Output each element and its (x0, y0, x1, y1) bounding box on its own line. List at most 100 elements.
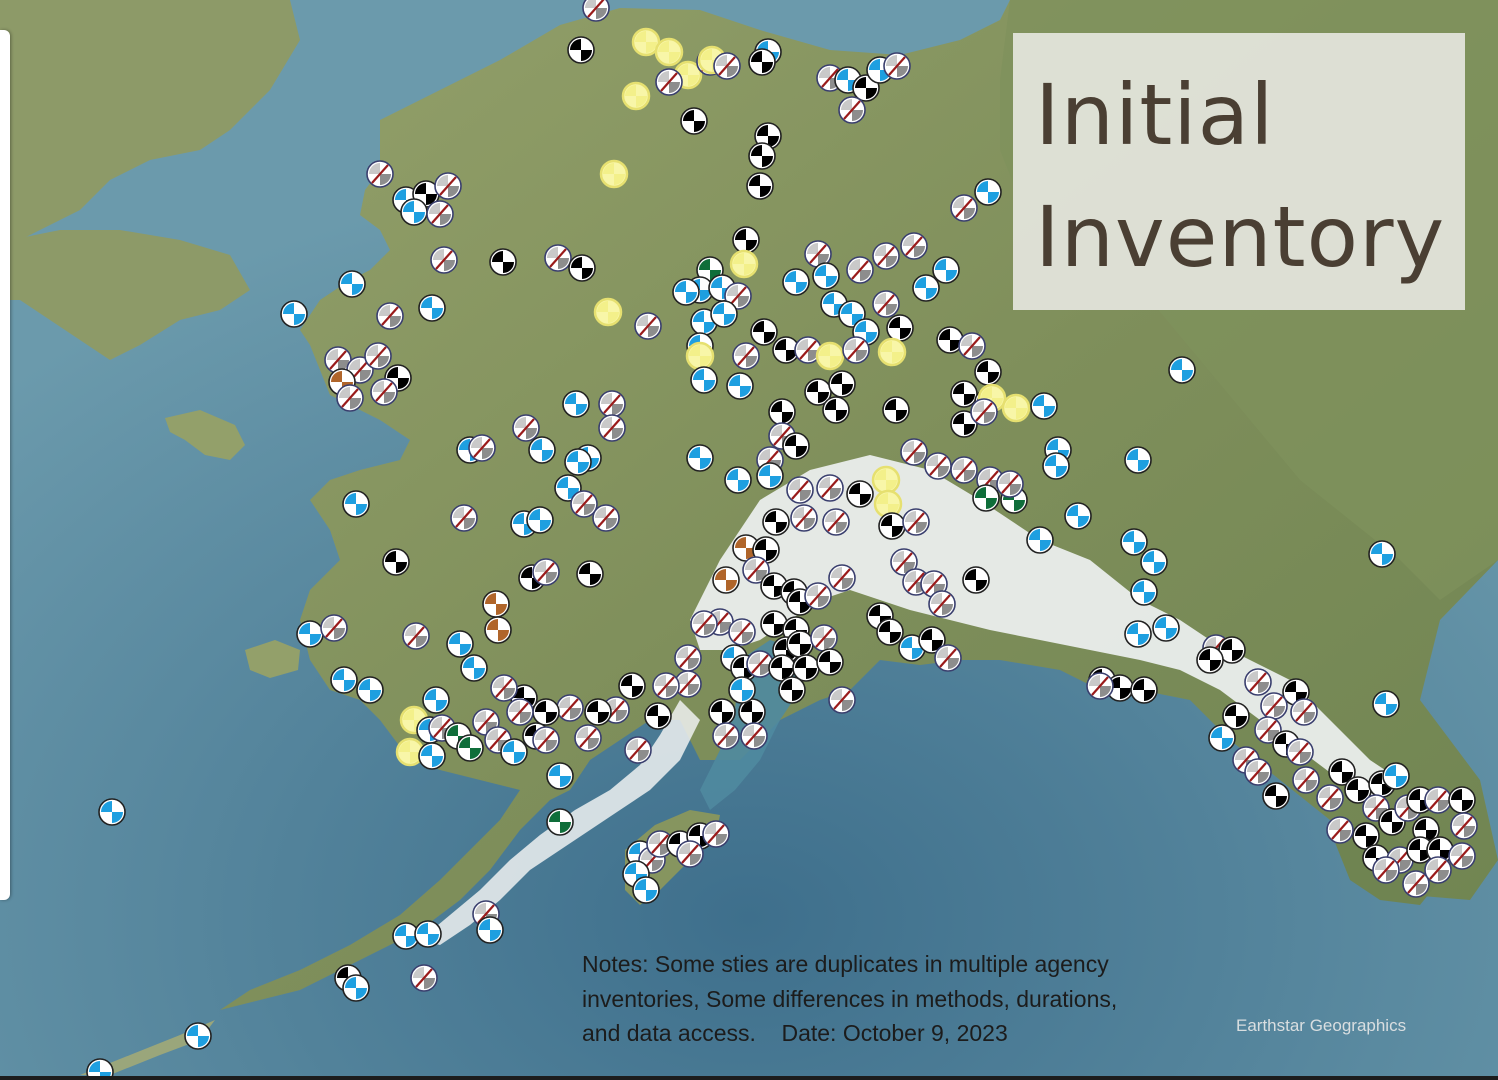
black-quadrant-icon[interactable] (760, 610, 788, 638)
hatched-quadrant-icon[interactable] (872, 242, 900, 270)
hatched-quadrant-icon[interactable] (822, 508, 850, 536)
hatched-quadrant-icon[interactable] (746, 650, 774, 678)
black-quadrant-icon[interactable] (792, 654, 820, 682)
blue-quadrant-icon[interactable] (1124, 620, 1152, 648)
yellow-quadrant-icon[interactable] (877, 337, 907, 367)
black-quadrant-icon[interactable] (974, 358, 1002, 386)
blue-quadrant-icon[interactable] (98, 798, 126, 826)
blue-quadrant-icon[interactable] (400, 198, 428, 226)
hatched-quadrant-icon[interactable] (598, 414, 626, 442)
blue-quadrant-icon[interactable] (392, 922, 420, 950)
hatched-quadrant-icon[interactable] (1086, 672, 1114, 700)
hatched-quadrant-icon[interactable] (712, 722, 740, 750)
yellow-quadrant-icon[interactable] (654, 37, 684, 67)
blue-quadrant-icon[interactable] (414, 920, 442, 948)
hatched-quadrant-icon[interactable] (900, 232, 928, 260)
hatched-quadrant-icon[interactable] (804, 582, 832, 610)
hatched-quadrant-icon[interactable] (1244, 668, 1272, 696)
yellow-quadrant-icon[interactable] (685, 341, 715, 371)
yellow-quadrant-icon[interactable] (815, 341, 845, 371)
blue-quadrant-icon[interactable] (446, 630, 474, 658)
blue-quadrant-icon[interactable] (690, 366, 718, 394)
yellow-quadrant-icon[interactable] (631, 27, 661, 57)
black-quadrant-icon[interactable] (748, 142, 776, 170)
hatched-quadrant-icon[interactable] (928, 590, 956, 618)
blue-quadrant-icon[interactable] (1130, 578, 1158, 606)
hatched-quadrant-icon[interactable] (1448, 842, 1476, 870)
hatched-quadrant-icon[interactable] (624, 736, 652, 764)
hatched-quadrant-icon[interactable] (804, 240, 832, 268)
black-quadrant-icon[interactable] (878, 512, 906, 540)
hatched-quadrant-icon[interactable] (450, 504, 478, 532)
black-quadrant-icon[interactable] (778, 676, 806, 704)
brown-quadrant-icon[interactable] (482, 590, 510, 618)
blue-quadrant-icon[interactable] (932, 256, 960, 284)
black-quadrant-icon[interactable] (584, 698, 612, 726)
black-quadrant-icon[interactable] (732, 226, 760, 254)
black-quadrant-icon[interactable] (644, 702, 672, 730)
black-quadrant-icon[interactable] (882, 396, 910, 424)
blue-quadrant-icon[interactable] (356, 676, 384, 704)
hatched-quadrant-icon[interactable] (900, 438, 928, 466)
hatched-quadrant-icon[interactable] (742, 556, 770, 584)
black-quadrant-icon[interactable] (567, 36, 595, 64)
hatched-quadrant-icon[interactable] (838, 96, 866, 124)
blue-quadrant-icon[interactable] (564, 448, 592, 476)
blue-quadrant-icon[interactable] (1026, 526, 1054, 554)
hatched-quadrant-icon[interactable] (790, 504, 818, 532)
blue-quadrant-icon[interactable] (1152, 614, 1180, 642)
blue-quadrant-icon[interactable] (562, 390, 590, 418)
hatched-quadrant-icon[interactable] (574, 724, 602, 752)
black-quadrant-icon[interactable] (822, 396, 850, 424)
hatched-quadrant-icon[interactable] (506, 698, 534, 726)
blue-quadrant-icon[interactable] (912, 274, 940, 302)
blue-quadrant-icon[interactable] (1030, 392, 1058, 420)
blue-quadrant-icon[interactable] (728, 676, 756, 704)
blue-quadrant-icon[interactable] (330, 666, 358, 694)
hatched-quadrant-icon[interactable] (970, 398, 998, 426)
hatched-quadrant-icon[interactable] (828, 564, 856, 592)
black-quadrant-icon[interactable] (489, 248, 517, 276)
black-quadrant-icon[interactable] (680, 107, 708, 135)
blue-quadrant-icon[interactable] (422, 686, 450, 714)
yellow-quadrant-icon[interactable] (871, 465, 901, 495)
hatched-quadrant-icon[interactable] (996, 470, 1024, 498)
blue-quadrant-icon[interactable] (476, 916, 504, 944)
hatched-quadrant-icon[interactable] (336, 384, 364, 412)
blue-quadrant-icon[interactable] (338, 270, 366, 298)
hatched-quadrant-icon[interactable] (816, 474, 844, 502)
hatched-quadrant-icon[interactable] (532, 558, 560, 586)
blue-quadrant-icon[interactable] (500, 738, 528, 766)
blue-quadrant-icon[interactable] (184, 1022, 212, 1050)
blue-quadrant-icon[interactable] (342, 490, 370, 518)
hatched-quadrant-icon[interactable] (426, 200, 454, 228)
green-quadrant-icon[interactable] (546, 808, 574, 836)
blue-quadrant-icon[interactable] (632, 876, 660, 904)
yellow-quadrant-icon[interactable] (873, 489, 903, 519)
black-quadrant-icon[interactable] (708, 698, 736, 726)
black-quadrant-icon[interactable] (618, 672, 646, 700)
yellow-quadrant-icon[interactable] (599, 159, 629, 189)
black-quadrant-icon[interactable] (782, 432, 810, 460)
hatched-quadrant-icon[interactable] (1326, 816, 1354, 844)
hatched-quadrant-icon[interactable] (1244, 758, 1272, 786)
black-quadrant-icon[interactable] (1130, 676, 1158, 704)
brown-quadrant-icon[interactable] (484, 616, 512, 644)
hatched-quadrant-icon[interactable] (950, 456, 978, 484)
black-quadrant-icon[interactable] (382, 548, 410, 576)
hatched-quadrant-icon[interactable] (1402, 870, 1430, 898)
blue-quadrant-icon[interactable] (686, 444, 714, 472)
hatched-quadrant-icon[interactable] (655, 68, 683, 96)
blue-quadrant-icon[interactable] (1120, 528, 1148, 556)
hatched-quadrant-icon[interactable] (364, 342, 392, 370)
black-quadrant-icon[interactable] (768, 398, 796, 426)
black-quadrant-icon[interactable] (950, 380, 978, 408)
black-quadrant-icon[interactable] (1448, 786, 1476, 814)
blue-quadrant-icon[interactable] (782, 268, 810, 296)
black-quadrant-icon[interactable] (752, 536, 780, 564)
hatched-quadrant-icon[interactable] (544, 244, 572, 272)
hatched-quadrant-icon[interactable] (950, 194, 978, 222)
hatched-quadrant-icon[interactable] (883, 52, 911, 80)
blue-quadrant-icon[interactable] (1042, 452, 1070, 480)
hatched-quadrant-icon[interactable] (740, 722, 768, 750)
